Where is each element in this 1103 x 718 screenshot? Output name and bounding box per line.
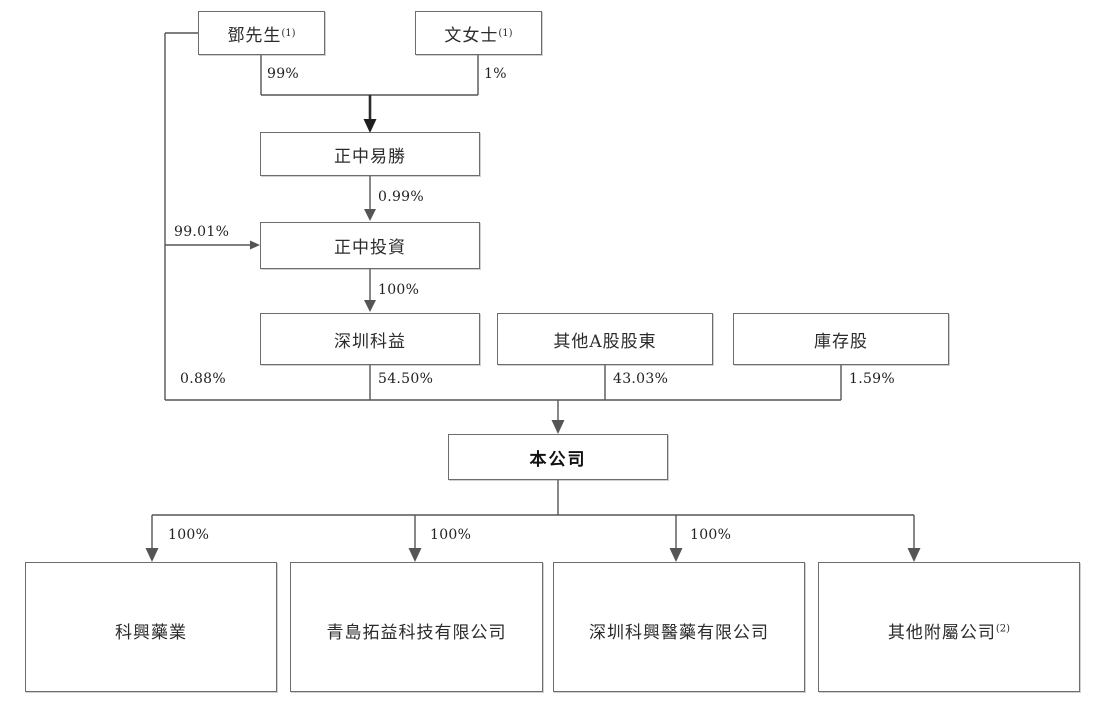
node-other-subsidiaries-note: (2) bbox=[995, 623, 1011, 635]
node-deng-mr-note: (1) bbox=[281, 27, 296, 39]
edge-label-touzi-to-keyi: 100% bbox=[378, 282, 420, 298]
node-other-subsidiaries-label: 其他附屬公司 bbox=[887, 623, 996, 643]
node-the-company[interactable]: 本公司 bbox=[448, 434, 668, 480]
node-shenzhen-kexing[interactable]: 深圳科興醫藥有限公司 bbox=[553, 562, 805, 692]
node-zhengzhong-yisheng[interactable]: 正中易勝 bbox=[260, 132, 480, 176]
edge-label-company-to-kexing-yaoye: 100% bbox=[168, 527, 210, 543]
edge-label-treasury-to-company: 1.59% bbox=[849, 371, 895, 387]
node-kexing-yaoye[interactable]: 科興藥業 bbox=[25, 562, 277, 692]
node-deng-mr[interactable]: 鄧先生(1) bbox=[198, 11, 325, 55]
node-other-subsidiaries[interactable]: 其他附屬公司(2) bbox=[818, 562, 1080, 692]
node-deng-mr-label: 鄧先生 bbox=[227, 25, 282, 46]
node-wen-ms-label: 文女士 bbox=[444, 25, 499, 46]
node-treasury-shares[interactable]: 庫存股 bbox=[733, 313, 949, 365]
edge-label-wen-to-yisheng: 1% bbox=[484, 66, 507, 82]
edge-label-company-to-shenzhen-kexing: 100% bbox=[690, 527, 732, 543]
node-other-a-shareholders[interactable]: 其他A股股東 bbox=[497, 313, 713, 365]
node-zhengzhong-touzi[interactable]: 正中投資 bbox=[260, 222, 480, 269]
node-wen-ms[interactable]: 文女士(1) bbox=[415, 11, 542, 55]
edge-label-deng-to-company: 0.88% bbox=[180, 371, 226, 387]
node-shenzhen-keyi[interactable]: 深圳科益 bbox=[260, 313, 480, 365]
edge-label-deng-to-yisheng: 99% bbox=[267, 66, 300, 82]
edge-label-deng-to-touzi: 99.01% bbox=[174, 224, 230, 240]
edge-label-company-to-qingdao-tuoyi: 100% bbox=[430, 527, 472, 543]
node-wen-ms-note: (1) bbox=[498, 27, 513, 39]
edge-label-keyi-to-company: 54.50% bbox=[378, 371, 434, 387]
edge-label-othera-to-company: 43.03% bbox=[613, 371, 669, 387]
edge-label-yisheng-to-touzi: 0.99% bbox=[378, 189, 424, 205]
node-qingdao-tuoyi[interactable]: 青島拓益科技有限公司 bbox=[290, 562, 543, 692]
